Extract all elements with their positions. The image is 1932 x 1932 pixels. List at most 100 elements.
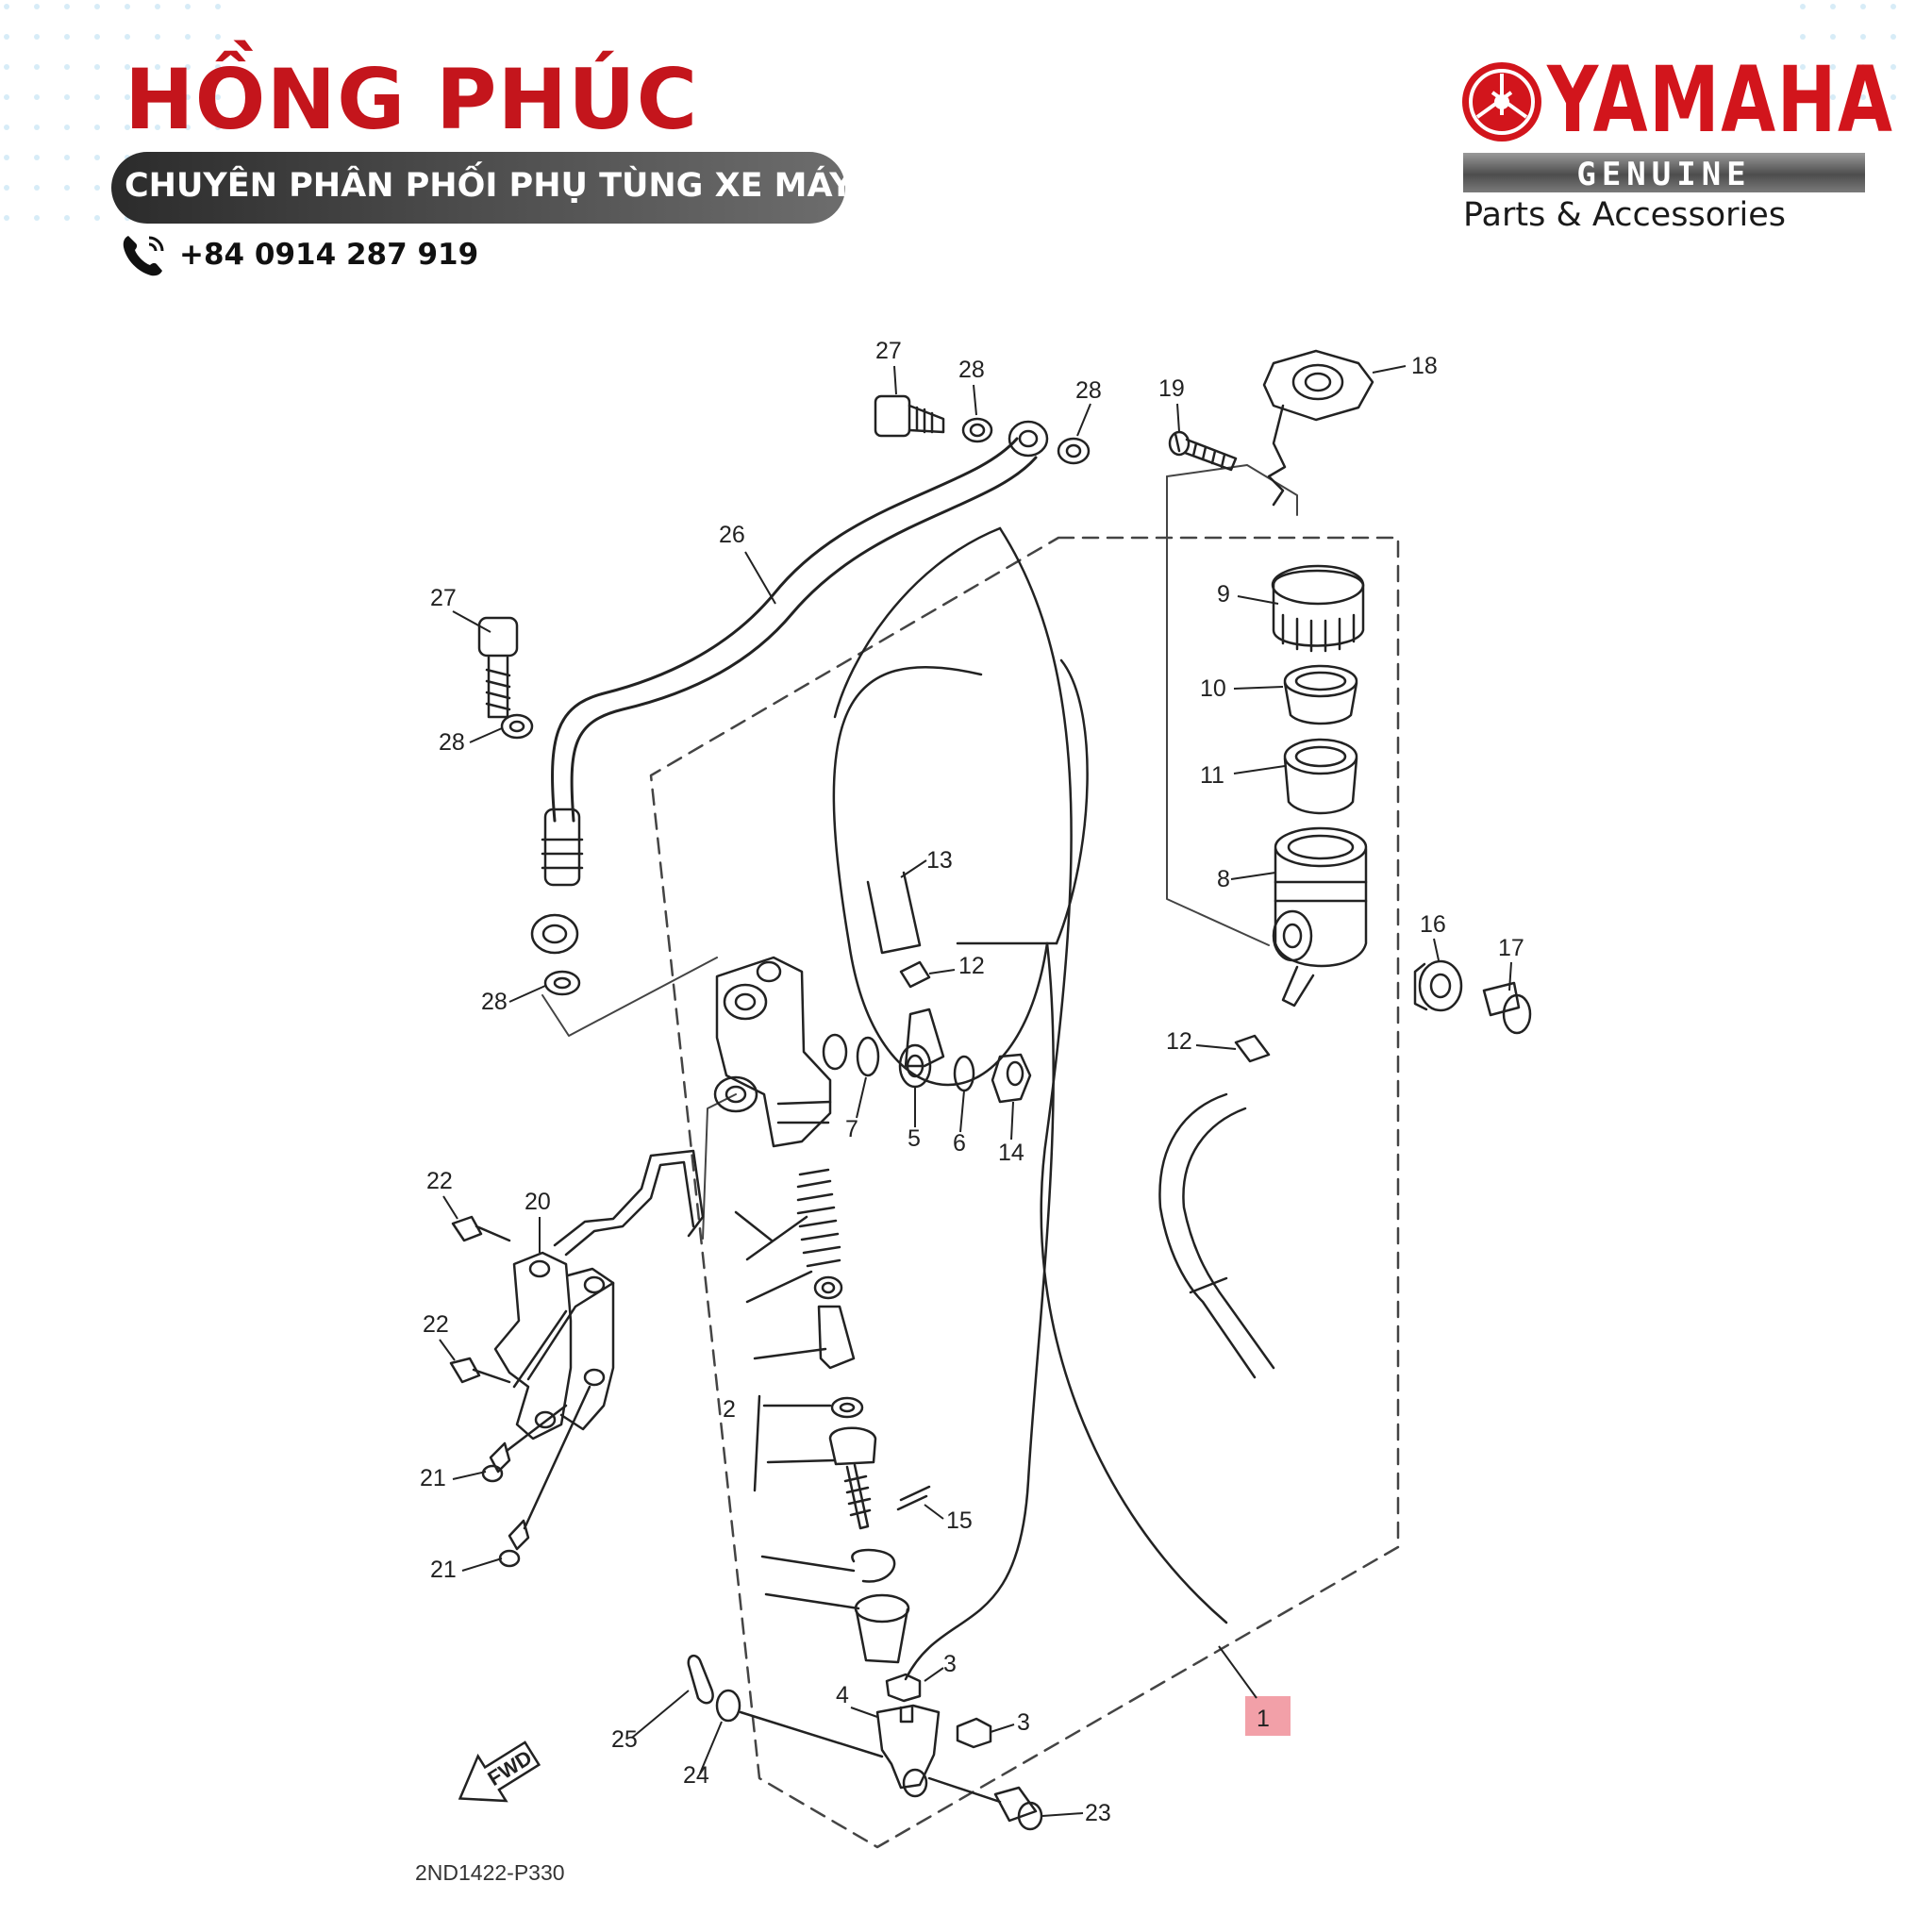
dot — [4, 215, 9, 221]
callout-label: 16 — [1420, 911, 1446, 938]
dot — [34, 215, 40, 221]
callout-label: 18 — [1411, 353, 1438, 379]
callout-label: 12 — [1166, 1028, 1192, 1055]
callout-label: 22 — [426, 1168, 453, 1194]
dot — [1800, 4, 1806, 9]
callout-label: 15 — [946, 1507, 973, 1534]
dot — [64, 155, 70, 160]
dot — [4, 94, 9, 100]
dot — [1830, 4, 1836, 9]
dot — [1890, 34, 1896, 40]
callout-label: 25 — [611, 1726, 638, 1753]
dot — [94, 215, 100, 221]
dot — [155, 34, 160, 40]
tagline-text: CHUYÊN PHÂN PHỐI PHỤ TÙNG XE MÁY — [125, 167, 854, 205]
dot — [125, 64, 130, 70]
callout-label: 19 — [1158, 375, 1185, 402]
callout-label: 3 — [1017, 1709, 1030, 1736]
callout-label: 13 — [926, 847, 953, 874]
dot — [1800, 94, 1806, 100]
callout-label: 22 — [423, 1311, 449, 1338]
callout-label: 21 — [420, 1465, 446, 1491]
callout-label: 4 — [836, 1682, 849, 1708]
dot — [1890, 94, 1896, 100]
dot — [4, 155, 9, 160]
yamaha-emblem-icon — [1462, 62, 1541, 142]
dot — [94, 4, 100, 9]
parts-accessories-text: Parts & Accessories — [1463, 196, 1786, 234]
dot — [64, 64, 70, 70]
dot — [185, 125, 191, 130]
dot — [155, 64, 160, 70]
dot — [4, 125, 9, 130]
callout-label: 28 — [481, 989, 508, 1015]
callout-label: 21 — [430, 1557, 457, 1583]
callout-labels: 27 28 28 18 19 26 27 28 28 9 10 11 8 13 … — [420, 338, 1524, 1826]
dot — [155, 4, 160, 9]
dot — [1830, 94, 1836, 100]
dot — [34, 125, 40, 130]
callout-label: 7 — [845, 1116, 858, 1142]
diagram-code: 2ND1422-P330 — [415, 1860, 565, 1885]
callout-1-highlight — [1245, 1696, 1291, 1736]
dot — [125, 94, 130, 100]
callout-label: 8 — [1217, 866, 1230, 892]
callout-label: 23 — [1085, 1800, 1111, 1826]
dot — [34, 94, 40, 100]
callout-label: 6 — [953, 1130, 966, 1157]
phone-icon — [123, 236, 164, 276]
dot — [185, 64, 191, 70]
tagline-pill: CHUYÊN PHÂN PHỐI PHỤ TÙNG XE MÁY — [111, 152, 854, 224]
dot — [1830, 34, 1836, 40]
dot — [34, 185, 40, 191]
dot — [155, 94, 160, 100]
dot — [1890, 4, 1896, 9]
dot — [64, 185, 70, 191]
callout-label: 28 — [1075, 377, 1102, 404]
callout-label: 10 — [1200, 675, 1226, 702]
dot — [94, 125, 100, 130]
callout-label: 11 — [1200, 762, 1224, 789]
dot — [1860, 4, 1866, 9]
dot — [94, 64, 100, 70]
dot — [215, 125, 221, 130]
hose-26 — [551, 437, 1019, 823]
dot — [125, 4, 130, 9]
callout-label: 14 — [998, 1140, 1024, 1166]
brand-title: HỒNG PHÚC — [125, 51, 699, 148]
callout-label: 28 — [439, 729, 465, 756]
dot — [4, 64, 9, 70]
dot — [34, 155, 40, 160]
dot — [34, 34, 40, 40]
dot — [215, 64, 221, 70]
dot — [1800, 34, 1806, 40]
callout-label: 5 — [908, 1125, 921, 1152]
dot — [1830, 64, 1836, 70]
dot — [34, 4, 40, 9]
dot — [1860, 34, 1866, 40]
dot — [215, 34, 221, 40]
dot — [125, 125, 130, 130]
callout-label: 27 — [875, 338, 902, 364]
dot — [215, 4, 221, 9]
dot — [94, 34, 100, 40]
callout-label: 17 — [1498, 935, 1524, 961]
dot — [64, 4, 70, 9]
callout-label: 20 — [525, 1189, 551, 1215]
dot — [1890, 64, 1896, 70]
dot — [94, 155, 100, 160]
callout-label: 9 — [1217, 581, 1230, 608]
callout-label: 24 — [683, 1762, 709, 1789]
dot — [4, 4, 9, 9]
dot — [215, 94, 221, 100]
dot — [64, 125, 70, 130]
dot — [64, 94, 70, 100]
assembly-outline — [649, 536, 1400, 1849]
callout-label: 26 — [719, 522, 745, 548]
callout-label: 28 — [958, 357, 985, 383]
callout-label: 2 — [723, 1396, 736, 1423]
yamaha-wordmark: YAMAHA — [1547, 47, 1894, 153]
dot — [34, 64, 40, 70]
dot — [64, 34, 70, 40]
